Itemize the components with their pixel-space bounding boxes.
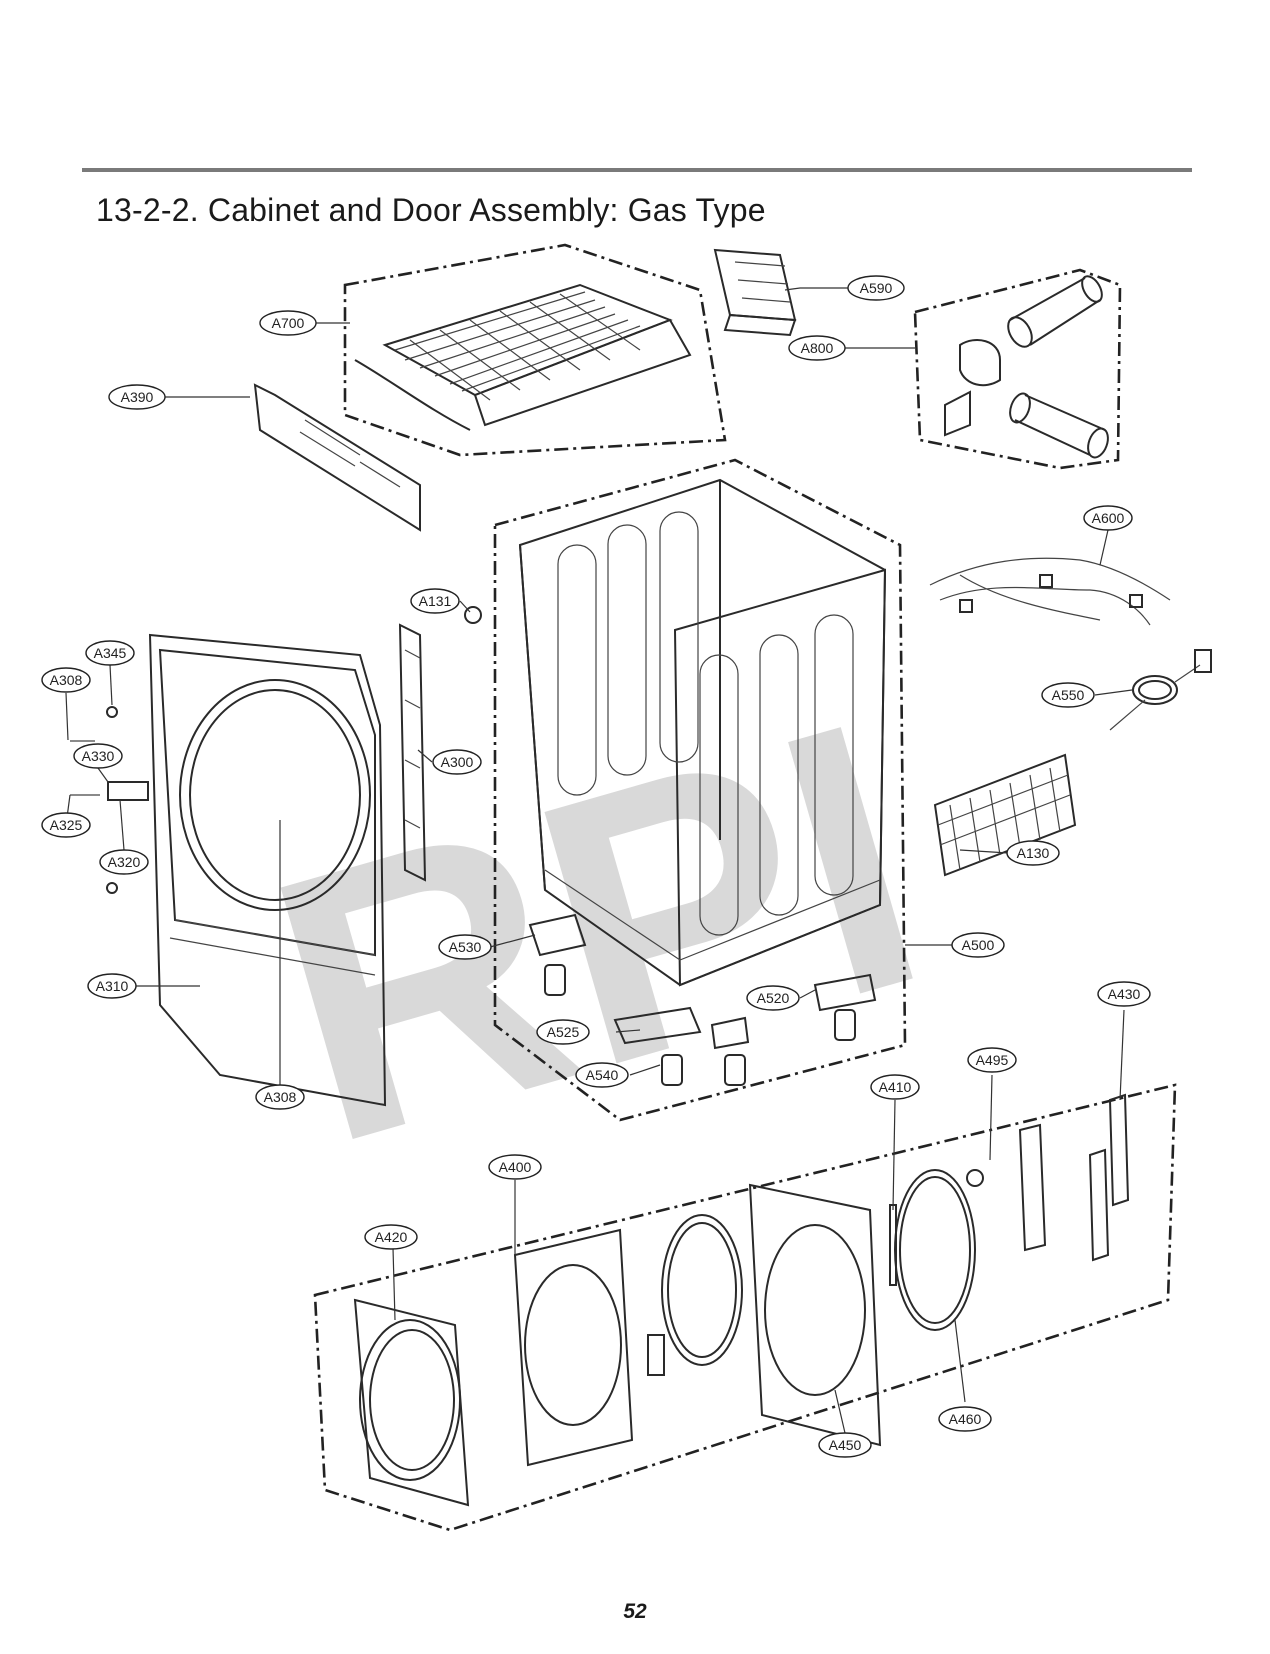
callout-a390: A390 xyxy=(108,384,166,410)
leveling-feet-part xyxy=(528,913,877,1086)
callout-a330: A330 xyxy=(73,743,123,769)
front-panel-part xyxy=(148,633,387,1107)
svg-text:A540: A540 xyxy=(586,1067,619,1083)
callout-a550: A550 xyxy=(1041,682,1095,708)
svg-text:A420: A420 xyxy=(375,1229,408,1245)
callout-a800: A800 xyxy=(788,335,846,361)
control-panel-bracket-part xyxy=(253,383,421,532)
callout-a520: A520 xyxy=(746,985,800,1011)
svg-text:A390: A390 xyxy=(121,389,154,405)
callout-a310: A310 xyxy=(87,973,137,999)
callout-a530: A530 xyxy=(438,934,492,960)
callout-a300: A300 xyxy=(432,749,482,775)
callout-a700: A700 xyxy=(259,310,317,336)
bracket-part xyxy=(713,248,797,337)
svg-text:A320: A320 xyxy=(108,854,141,870)
svg-text:A520: A520 xyxy=(757,990,790,1006)
svg-text:A325: A325 xyxy=(50,817,83,833)
svg-text:A530: A530 xyxy=(449,939,482,955)
svg-text:A600: A600 xyxy=(1092,510,1125,526)
callout-a495: A495 xyxy=(967,1047,1017,1073)
callout-a130: A130 xyxy=(1006,840,1060,866)
page-number: 52 xyxy=(623,1600,647,1623)
svg-text:A308: A308 xyxy=(50,672,83,688)
callout-a450: A450 xyxy=(818,1432,872,1458)
callout-a345: A345 xyxy=(85,640,135,666)
svg-text:A495: A495 xyxy=(976,1052,1009,1068)
callout-a525: A525 xyxy=(536,1019,590,1045)
svg-text:A460: A460 xyxy=(949,1411,982,1427)
svg-text:A450: A450 xyxy=(829,1437,862,1453)
cabinet-part xyxy=(518,478,887,987)
callout-a430: A430 xyxy=(1097,981,1151,1007)
callout-a308-top: A308 xyxy=(41,667,91,693)
callout-a420: A420 xyxy=(364,1224,418,1250)
callout-a460: A460 xyxy=(938,1406,992,1432)
callout-a400: A400 xyxy=(488,1154,542,1180)
callout-a540: A540 xyxy=(575,1062,629,1088)
svg-text:A130: A130 xyxy=(1017,845,1050,861)
cabinet-group-box xyxy=(493,458,907,1122)
svg-text:A131: A131 xyxy=(419,593,452,609)
callout-a320: A320 xyxy=(99,849,149,875)
duct-group-box xyxy=(913,268,1122,470)
svg-text:A430: A430 xyxy=(1108,986,1141,1002)
callout-a590: A590 xyxy=(847,275,905,301)
header-rule xyxy=(82,168,1192,172)
svg-text:A525: A525 xyxy=(547,1024,580,1040)
top-cover-part xyxy=(354,283,692,431)
svg-text:A800: A800 xyxy=(801,340,834,356)
svg-text:A550: A550 xyxy=(1052,687,1085,703)
power-cord-part xyxy=(1109,649,1212,731)
lint-filter-grille-part xyxy=(933,753,1077,877)
callout-a410: A410 xyxy=(870,1074,920,1100)
svg-text:A590: A590 xyxy=(860,280,893,296)
duct-part xyxy=(944,275,1109,459)
leader-lines xyxy=(65,287,1133,1434)
door-group-box xyxy=(313,1083,1177,1532)
svg-text:A345: A345 xyxy=(94,645,127,661)
svg-text:A500: A500 xyxy=(962,937,995,953)
svg-text:A300: A300 xyxy=(441,754,474,770)
wire-harness-part xyxy=(929,557,1171,626)
svg-text:A308: A308 xyxy=(264,1089,297,1105)
callout-a308-bottom: A308 xyxy=(255,1084,305,1110)
svg-text:A400: A400 xyxy=(499,1159,532,1175)
svg-text:A410: A410 xyxy=(879,1079,912,1095)
svg-text:A700: A700 xyxy=(272,315,305,331)
callout-a600: A600 xyxy=(1083,505,1133,531)
callout-a325: A325 xyxy=(41,812,91,838)
top-cover-group-box xyxy=(343,243,727,457)
svg-text:A310: A310 xyxy=(96,978,129,994)
hinge-hardware-part xyxy=(70,606,482,894)
callout-a131: A131 xyxy=(410,588,460,614)
svg-text:A330: A330 xyxy=(82,748,115,764)
door-hinge-bracket-part xyxy=(398,623,427,882)
page-title: 13-2-2. Cabinet and Door Assembly: Gas T… xyxy=(96,192,766,228)
callout-a500: A500 xyxy=(951,932,1005,958)
